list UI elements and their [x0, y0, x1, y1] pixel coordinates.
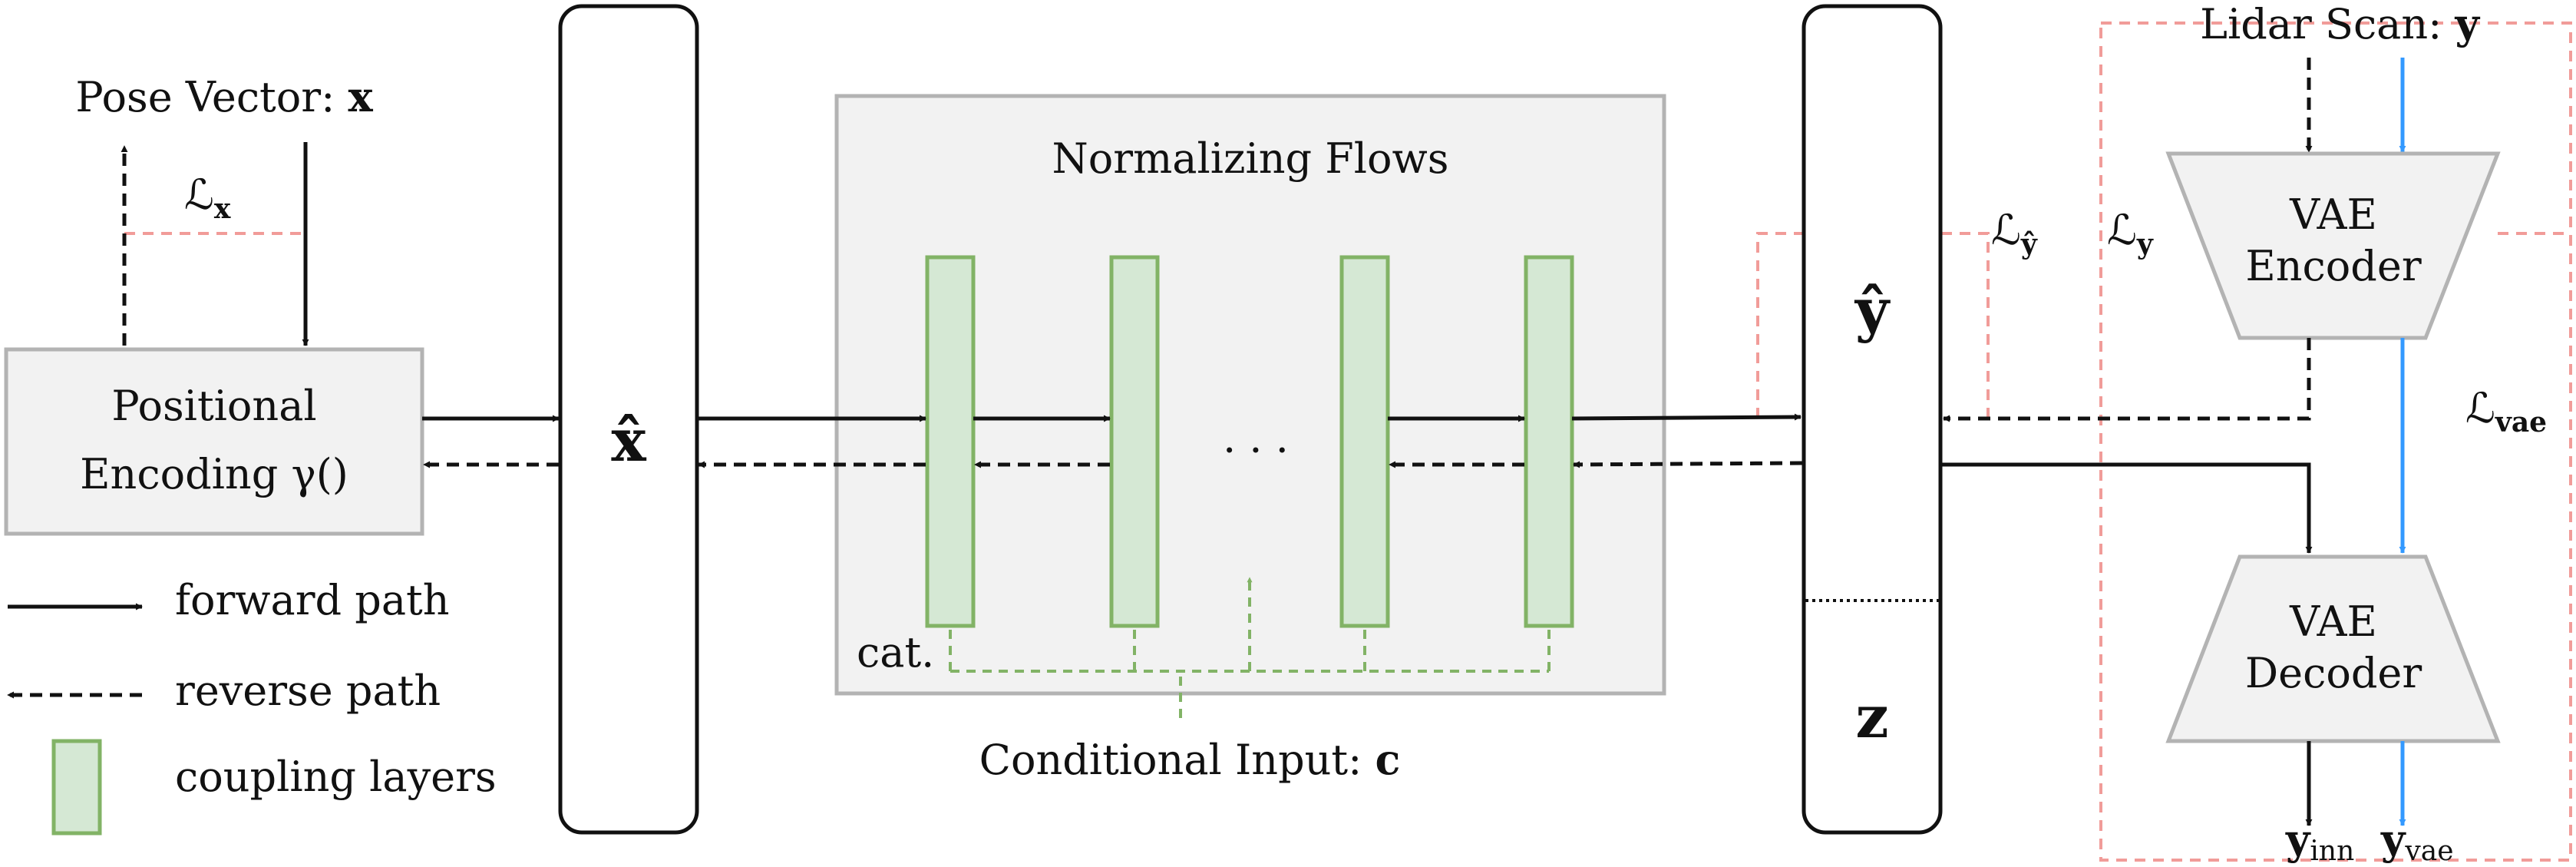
vae-encoder-block	[2165, 151, 2501, 340]
y-hat-z-column	[1802, 4, 1943, 835]
positional-encoding-label-1: Positional	[111, 382, 316, 430]
z-to-decoder-forward-arrow	[1940, 462, 2313, 554]
legend-coupling-swatch	[51, 739, 102, 836]
y-hat-label: ŷ	[1854, 276, 1891, 344]
flow-forward-arrows	[697, 413, 1802, 422]
coupling-layer-1	[925, 255, 976, 628]
y-inn-label: yinn	[2285, 815, 2354, 867]
loss-y-hat-label: ℒŷ	[1991, 206, 2038, 260]
concat-label: cat.	[857, 628, 934, 677]
vae-decoder-label-2: Decoder	[2245, 649, 2422, 697]
positional-encoding-label-2: Encoding γ()	[80, 450, 348, 498]
vae-encoder-label-2: Encoder	[2245, 242, 2421, 290]
lidar-scan-label: Lidar Scan: y	[2200, 0, 2480, 48]
coupling-layer-4	[1524, 255, 1574, 628]
loss-y-region	[2099, 22, 2572, 862]
vae-decoder-block	[2165, 554, 2501, 743]
vae-decoder-label-1: VAE	[2289, 597, 2377, 646]
x-hat-label: x̂	[611, 406, 646, 475]
encoder-to-y-hat-reverse-arrow	[1943, 338, 2311, 422]
legend: forward path reverse path coupling layer…	[7, 576, 497, 836]
loss-y-label: ℒy	[2107, 206, 2154, 260]
normalizing-flows-title: Normalizing Flows	[1052, 134, 1449, 183]
legend-forward-label: forward path	[175, 576, 450, 624]
flow-reverse-arrows	[698, 461, 1803, 468]
z-label: z	[1855, 683, 1888, 751]
conditional-input-label: Conditional Input: c	[979, 735, 1401, 784]
y-vae-label: yvae	[2380, 815, 2454, 867]
vae-encoder-label-1: VAE	[2289, 190, 2377, 239]
positional-encoding-block	[4, 347, 424, 536]
conditional-input-lines	[947, 577, 1552, 718]
loss-vae-label: ℒvae	[2465, 384, 2547, 438]
loss-x-label: ℒx	[184, 170, 231, 225]
pose-vector-label: Pose Vector: x	[75, 72, 373, 121]
coupling-layer-2	[1109, 255, 1160, 628]
coupling-layer-3	[1339, 255, 1390, 628]
legend-reverse-label: reverse path	[175, 667, 441, 715]
flow-ellipsis: · · ·	[1223, 426, 1289, 475]
legend-coupling-label: coupling layers	[175, 753, 497, 801]
